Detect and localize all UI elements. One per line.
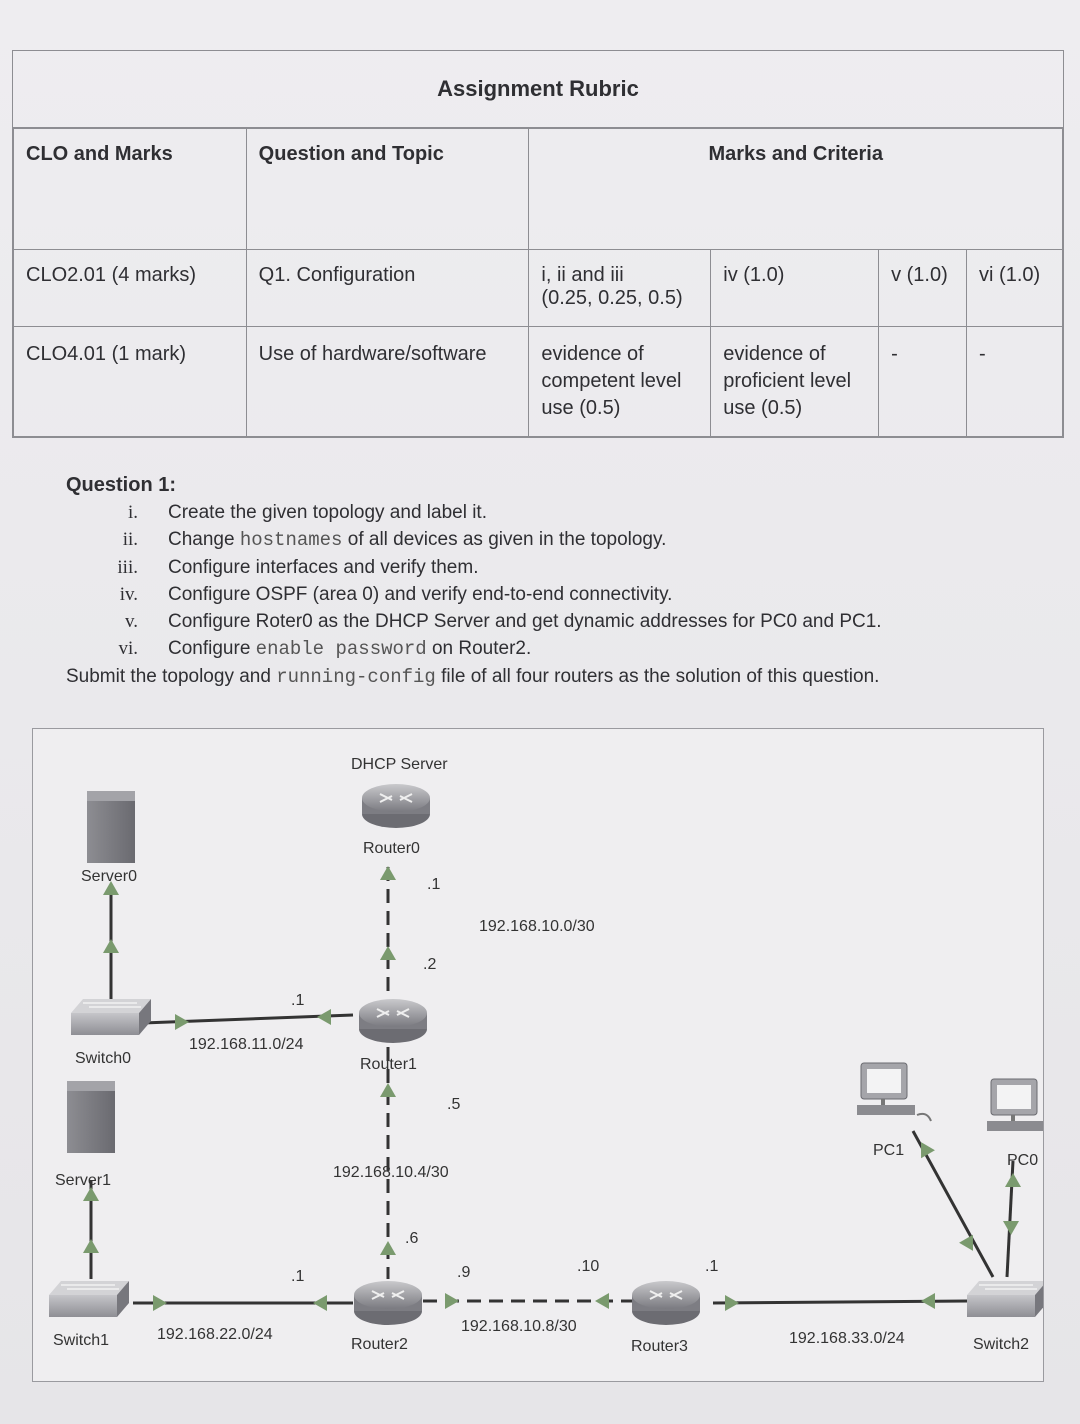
link-pc1-switch2 — [911, 1130, 995, 1278]
row2-topic: Use of hardware/software — [245, 326, 530, 437]
server0-label: Server0 — [81, 868, 137, 885]
switch0-icon[interactable] — [70, 998, 152, 1036]
row2-criteria-2: evidence of proficient level use (0.5) — [710, 326, 880, 437]
header-marks: Marks and Criteria — [528, 128, 1063, 250]
item-number: iii. — [117, 557, 138, 578]
switch2-label: Switch2 — [973, 1336, 1029, 1353]
rubric-title: Assignment Rubric — [13, 51, 1063, 128]
item-text: Configure OSPF (area 0) and verify end-t… — [168, 584, 673, 605]
switch2-icon[interactable] — [966, 1280, 1043, 1318]
item-text: Configure Roter0 as the DHCP Server and … — [168, 611, 882, 632]
item-text: Configure enable password on Router2. — [168, 635, 531, 663]
question-title: Question 1: — [66, 474, 177, 496]
router2-icon[interactable] — [353, 1280, 423, 1326]
header-clo: CLO and Marks — [13, 128, 247, 250]
row1-criteria-1: i, ii and iii (0.25, 0.25, 0.5) — [528, 249, 712, 327]
item-code: hostnames — [239, 529, 343, 551]
server1-icon[interactable] — [67, 1081, 115, 1153]
ip-router1-up: .2 — [423, 956, 436, 973]
question-item: v. Configure Roter0 as the DHCP Server an… — [66, 608, 1026, 635]
switch1-icon[interactable] — [48, 1280, 130, 1318]
server0-icon[interactable] — [87, 791, 135, 863]
router1-label: Router1 — [360, 1056, 417, 1073]
ip-router1-down: .5 — [447, 1096, 460, 1113]
row1-clo: CLO2.01 (4 marks) — [13, 249, 247, 327]
rubric-grid: CLO and Marks Question and Topic Marks a… — [13, 128, 1063, 437]
router3-label: Router3 — [631, 1338, 688, 1355]
row2-criteria-2-line3: use (0.5) — [723, 397, 803, 419]
item-text-pre: Configure — [168, 638, 256, 659]
question-block: Question 1: i. Create the given topology … — [66, 472, 1026, 691]
submit-text-pre: Submit the topology and — [66, 666, 277, 687]
row1-criteria-1-line2: (0.25, 0.25, 0.5) — [541, 287, 683, 309]
network-label-switch1: 192.168.22.0/24 — [157, 1326, 273, 1343]
pc1-label: PC1 — [873, 1142, 904, 1159]
topology-canvas: DHCP Server Router0 Router1 Router2 Rout… — [48, 756, 1043, 1355]
server1-label: Server1 — [55, 1172, 111, 1189]
ip-router3-router2: .10 — [577, 1258, 599, 1275]
row2-criteria-1: evidence of competent level use (0.5) — [528, 326, 712, 437]
row2-criteria-4: - — [966, 326, 1063, 437]
ip-router3-switch2: .1 — [705, 1258, 718, 1275]
row1-criteria-2: iv (1.0) — [710, 249, 880, 327]
network-label-switch2: 192.168.33.0/24 — [789, 1330, 905, 1347]
item-code: enable password — [255, 638, 427, 660]
router3-icon[interactable] — [631, 1280, 701, 1326]
submit-text-post: file of all four routers as the solution… — [435, 666, 880, 687]
item-text-post: on Router2. — [426, 638, 532, 659]
ip-router2-router3: .9 — [457, 1264, 470, 1281]
question-item: ii. Change hostnames of all devices as gi… — [66, 526, 1026, 554]
item-text: Change hostnames of all devices as given… — [168, 526, 666, 554]
pc0-label: PC0 — [1007, 1152, 1038, 1169]
row1-criteria-1-line1: i, ii and iii — [541, 264, 624, 286]
item-text-pre: Change — [168, 529, 240, 550]
pc0-icon[interactable] — [985, 1077, 1043, 1139]
rubric-table: Assignment Rubric CLO and Marks Question… — [12, 50, 1064, 438]
item-number: ii. — [122, 529, 138, 550]
row2-criteria-1-line3: use (0.5) — [541, 397, 621, 419]
item-number: iv. — [119, 584, 138, 605]
item-text-post: of all devices as given in the topology. — [342, 529, 667, 550]
row1-topic: Q1. Configuration — [245, 249, 530, 327]
row2-clo: CLO4.01 (1 mark) — [13, 326, 247, 437]
ip-router2-up: .6 — [405, 1230, 418, 1247]
item-text: Configure interfaces and verify them. — [168, 557, 479, 578]
question-item: iii. Configure interfaces and verify them… — [66, 554, 1026, 581]
item-number: vi. — [118, 638, 138, 659]
header-question: Question and Topic — [245, 128, 530, 250]
pc1-icon[interactable] — [855, 1061, 933, 1123]
ip-router1-switch0: .1 — [291, 992, 304, 1009]
network-label-r1-r2: 192.168.10.4/30 — [333, 1164, 449, 1181]
router0-icon[interactable] — [361, 783, 431, 829]
row1-criteria-3: v (1.0) — [878, 249, 968, 327]
item-number: v. — [124, 611, 138, 632]
network-topology: DHCP Server Router0 Router1 Router2 Rout… — [32, 728, 1044, 1382]
ip-router0: .1 — [427, 876, 440, 893]
router0-label: Router0 — [363, 840, 420, 857]
row1-criteria-4: vi (1.0) — [966, 249, 1063, 327]
row2-criteria-2-line1: evidence of — [723, 343, 826, 365]
network-label-r0-r1: 192.168.10.0/30 — [479, 918, 595, 935]
item-number: i. — [127, 502, 138, 523]
router2-label: Router2 — [351, 1336, 408, 1353]
row2-criteria-2-line2: proficient level — [723, 370, 852, 392]
row2-criteria-3: - — [878, 326, 968, 437]
network-label-switch0: 192.168.11.0/24 — [189, 1036, 304, 1053]
submit-instruction: Submit the topology and running-config f… — [66, 663, 1026, 691]
row2-criteria-1-line2: competent level — [541, 370, 682, 392]
question-item: i. Create the given topology and label it… — [66, 499, 1026, 526]
submit-code: running-config — [276, 666, 436, 688]
question-item: vi. Configure enable password on Router2. — [66, 635, 1026, 663]
router1-icon[interactable] — [358, 998, 428, 1044]
ip-router2-switch1: .1 — [291, 1268, 304, 1285]
row2-criteria-1-line1: evidence of — [541, 343, 644, 365]
item-text: Create the given topology and label it. — [168, 502, 487, 523]
switch0-label: Switch0 — [75, 1050, 131, 1067]
dhcp-server-label: DHCP Server — [351, 756, 448, 773]
question-item: iv. Configure OSPF (area 0) and verify en… — [66, 581, 1026, 608]
switch1-label: Switch1 — [53, 1332, 109, 1349]
network-label-r2-r3: 192.168.10.8/30 — [461, 1318, 577, 1335]
